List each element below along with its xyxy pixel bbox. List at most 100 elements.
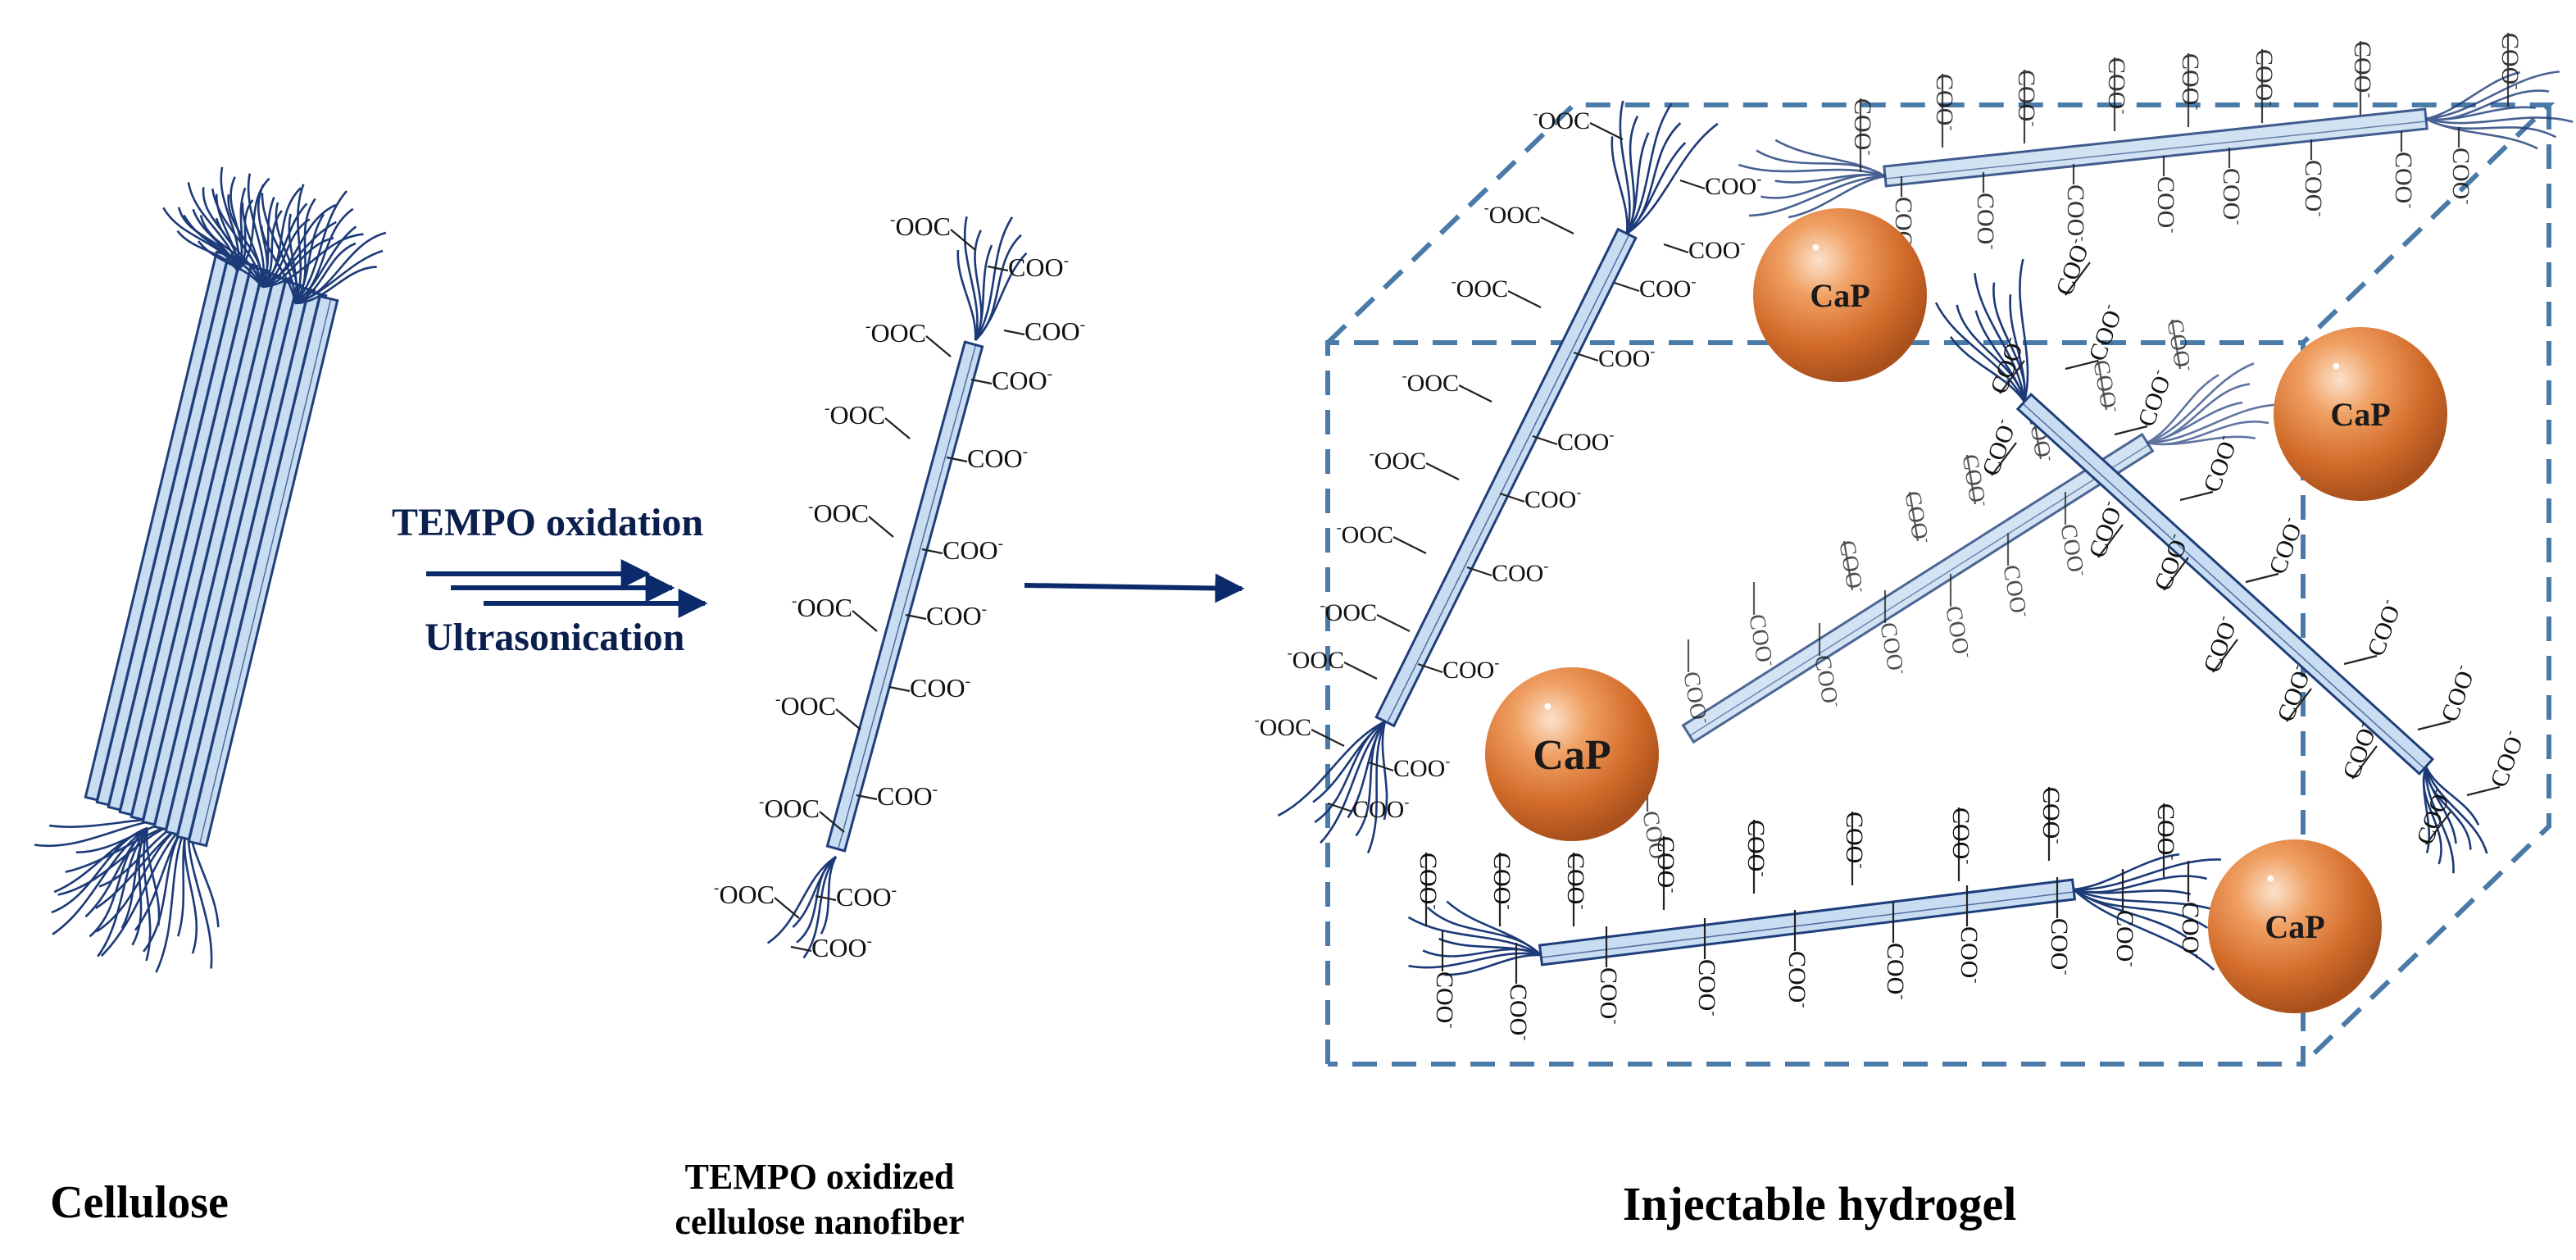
svg-text:-OOC: -OOC xyxy=(890,212,951,241)
caption-nanofiber-line1: TEMPO oxidized xyxy=(684,1157,955,1197)
coo-group: COO- xyxy=(2196,612,2242,675)
svg-text:COO-: COO- xyxy=(836,882,897,912)
fibril-tuft xyxy=(183,173,364,289)
coo-group: COO- xyxy=(1368,753,1450,782)
svg-text:COO-: COO- xyxy=(2177,53,2206,110)
svg-text:COO-: COO- xyxy=(1742,820,1772,876)
fibril-tuft xyxy=(956,216,1028,341)
svg-text:COO-: COO- xyxy=(1899,489,1936,546)
coo-group: COO- xyxy=(1833,538,1870,595)
svg-text:-OOC: -OOC xyxy=(1484,199,1541,229)
coo-group: COO- xyxy=(946,444,1028,473)
svg-text:COO-: COO- xyxy=(2088,357,2124,415)
caption-nanofiber-line2: cellulose nanofiber xyxy=(675,1202,965,1242)
coo-group: -OOC xyxy=(1370,445,1460,480)
svg-text:COO-: COO- xyxy=(2152,176,2182,233)
svg-text:-OOC: -OOC xyxy=(808,498,869,528)
coo-group: COO- xyxy=(2496,33,2526,107)
coo-group: COO- xyxy=(1974,416,2021,479)
svg-text:COO-: COO- xyxy=(1393,753,1450,782)
coo-group: -OOC xyxy=(714,880,800,919)
svg-text:COO-: COO- xyxy=(1947,807,1977,864)
coo-group: COO- xyxy=(790,933,872,962)
svg-text:COO-: COO- xyxy=(2447,148,2477,204)
coo-group: COO- xyxy=(1940,574,1977,658)
svg-text:COO-: COO- xyxy=(2496,33,2526,89)
coo-group: COO- xyxy=(1693,918,1723,1016)
fiber-rod xyxy=(825,340,984,853)
fibril-tuft xyxy=(1407,900,1542,976)
cellulose-bundle xyxy=(34,166,387,973)
coo-group: -OOC xyxy=(890,212,976,251)
svg-text:-OOC: -OOC xyxy=(759,794,820,823)
coo-group: -OOC xyxy=(759,794,845,833)
dashed-cube xyxy=(1325,102,2556,1067)
coo-group: COO- xyxy=(2065,301,2127,371)
fiber-rod xyxy=(1374,227,1638,728)
svg-text:COO-: COO- xyxy=(2152,803,2182,860)
coo-group: COO- xyxy=(1499,484,1581,513)
svg-text:-OOC: -OOC xyxy=(865,318,926,348)
coo-group: COO- xyxy=(2152,156,2182,233)
svg-text:COO-: COO- xyxy=(1352,794,1409,823)
coo-group: -OOC xyxy=(775,691,861,730)
coo-group: COO- xyxy=(921,535,1003,565)
cap-label: CaP xyxy=(2330,396,2390,433)
svg-text:COO-: COO- xyxy=(1874,620,1911,677)
fibril-tuft xyxy=(2073,853,2228,971)
coo-group: -OOC xyxy=(792,593,878,632)
caption-cellulose: Cellulose xyxy=(50,1177,229,1228)
svg-text:COO-: COO- xyxy=(1931,74,1960,130)
coo-group: COO- xyxy=(1415,853,1444,926)
svg-text:COO-: COO- xyxy=(2111,910,2141,967)
coo-group: COO- xyxy=(2103,57,2133,131)
svg-text:COO-: COO- xyxy=(2360,596,2406,659)
coo-group: COO- xyxy=(2111,869,2141,967)
svg-text:COO-: COO- xyxy=(1974,416,2021,479)
fibril-tuft xyxy=(51,826,161,962)
coo-group: COO- xyxy=(1947,807,1977,881)
coo-group: COO- xyxy=(1678,639,1715,724)
svg-text:COO-: COO- xyxy=(1833,538,1870,595)
cap-label: CaP xyxy=(1810,277,1870,314)
svg-text:COO-: COO- xyxy=(1505,984,1534,1040)
svg-text:COO-: COO- xyxy=(2483,727,2529,790)
process-arrows xyxy=(426,559,1245,618)
svg-text:COO-: COO- xyxy=(1693,959,1723,1016)
svg-text:-OOC: -OOC xyxy=(1452,273,1508,302)
svg-text:COO-: COO- xyxy=(1688,234,1745,264)
coo-group: COO- xyxy=(2038,787,2067,861)
svg-text:-OOC: -OOC xyxy=(1288,644,1344,674)
svg-text:COO-: COO- xyxy=(2196,432,2242,495)
coo-group: COO- xyxy=(2114,366,2176,436)
fiber-rod xyxy=(1538,878,2077,967)
svg-text:COO-: COO- xyxy=(1431,971,1461,1028)
svg-text:COO-: COO- xyxy=(1415,853,1444,909)
coo-group: -OOC xyxy=(1320,597,1411,632)
svg-text:-OOC: -OOC xyxy=(1255,712,1311,741)
svg-text:COO-: COO- xyxy=(1956,926,1985,983)
coo-group: -OOC xyxy=(1452,273,1542,308)
fibril-tuft xyxy=(260,184,387,305)
coo-group: -OOC xyxy=(1288,644,1378,680)
svg-text:COO-: COO- xyxy=(1705,171,1761,200)
fibril-tuft xyxy=(1277,720,1388,854)
coo-group: COO- xyxy=(2046,877,2075,975)
cap-particle: CaP xyxy=(2208,839,2382,1013)
coo-group: -OOC xyxy=(865,318,952,357)
coo-group: COO- xyxy=(1417,654,1499,684)
svg-text:COO-: COO- xyxy=(2196,612,2242,675)
coo-group: -OOC xyxy=(1402,367,1492,403)
coo-group: -OOC xyxy=(808,498,894,538)
coo-group: -OOC xyxy=(1337,519,1427,554)
coo-group: COO- xyxy=(1652,836,1682,910)
svg-text:COO-: COO- xyxy=(2177,902,2206,958)
coo-group: -OOC xyxy=(1533,105,1624,140)
cap-label: CaP xyxy=(2265,908,2324,945)
svg-text:COO-: COO- xyxy=(2349,41,2378,98)
svg-text:COO-: COO- xyxy=(1783,951,1813,1008)
svg-text:COO-: COO- xyxy=(1743,612,1780,669)
fibril-tuft xyxy=(2422,766,2488,874)
svg-text:COO-: COO- xyxy=(967,444,1028,473)
